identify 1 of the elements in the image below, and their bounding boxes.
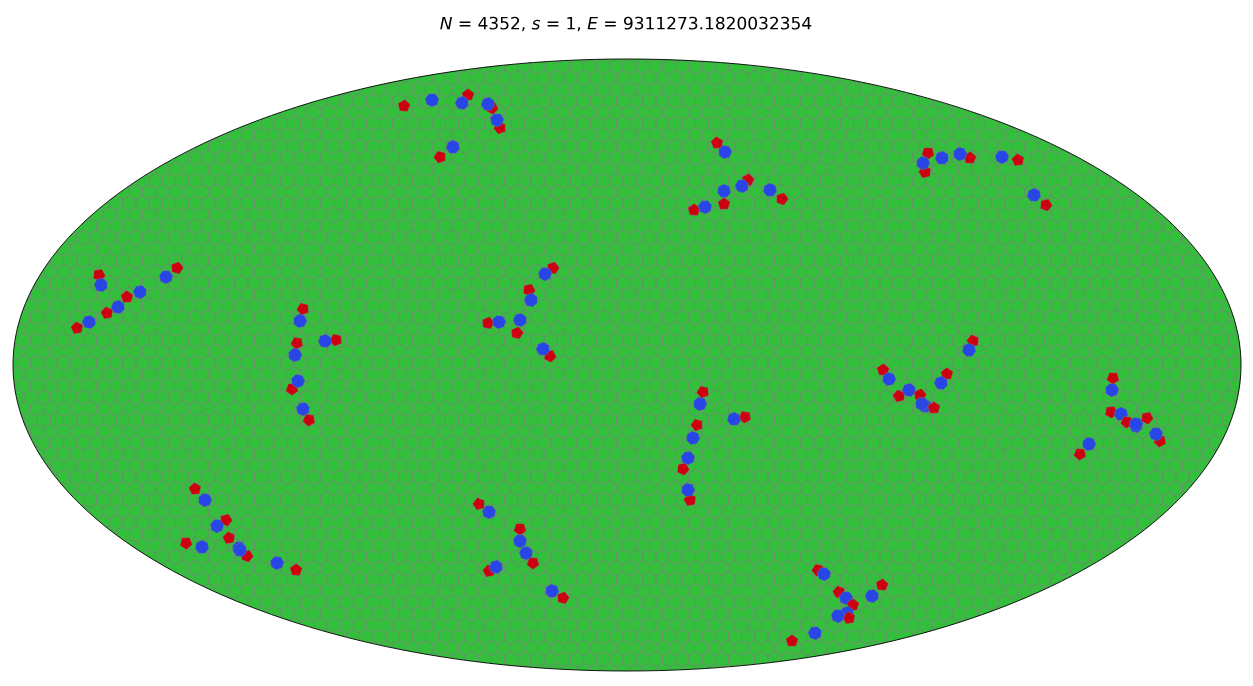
title: N = 4352, s = 1, E = 9311273.1820032354 [440,16,812,32]
